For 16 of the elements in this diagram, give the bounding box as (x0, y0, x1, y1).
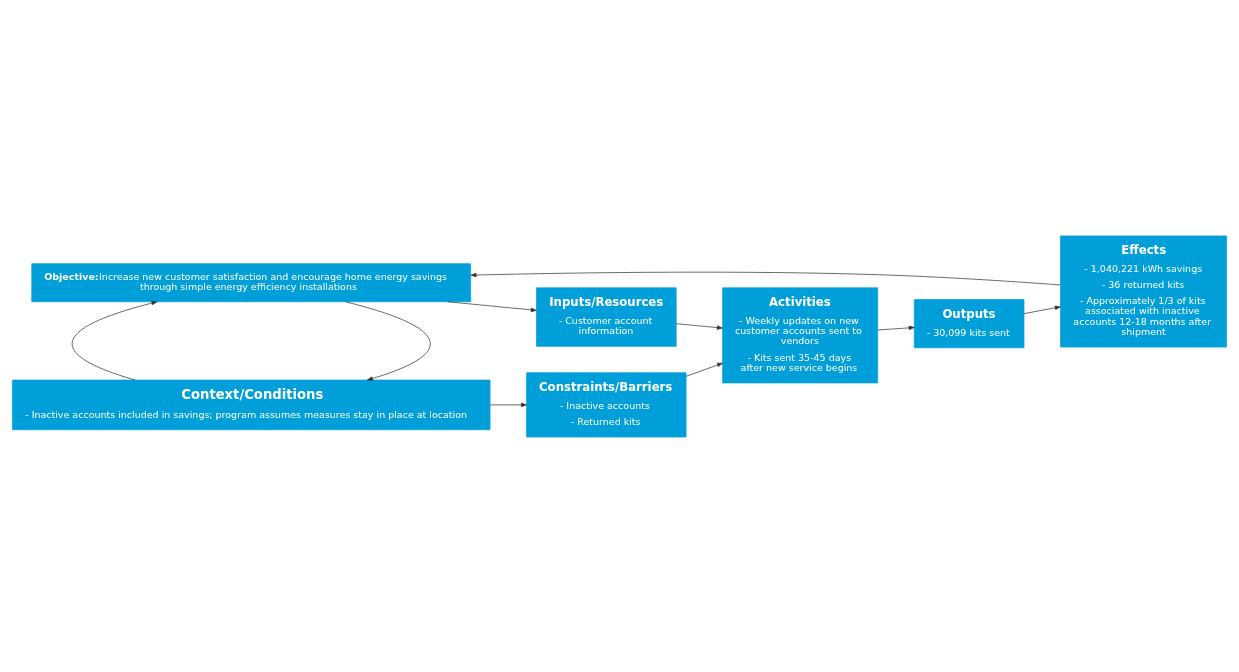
arrow (489, 402, 527, 407)
node-box: Outputs - 30,099 kits sent (913, 298, 1025, 348)
node-box: Constraints/Barriers - Inactive accounts - Returned kits (526, 371, 687, 437)
arrow (72, 300, 158, 380)
arrow (345, 300, 431, 381)
arrow (877, 325, 915, 330)
arrow (675, 322, 723, 330)
arrow (685, 362, 723, 377)
node-box: Inputs/Resources - Customer account information (536, 287, 677, 347)
node-box: Activities - Weekly updates on new customer accounts sent to vendors - Kits sent 35-45 days after new service begins (722, 287, 879, 383)
arrow (1023, 305, 1061, 314)
node-box: Context/Conditions - Inactive accounts included in savings; program assumes measures stay in place at location (12, 379, 491, 430)
arrow (470, 271, 1061, 285)
arrow (447, 300, 537, 312)
node-box: Effects - 1,040,221 kWh savings - 36 returned kits - Approximately 1/3 of kits associated with inactive accounts 12-18 months after shipment (1060, 235, 1227, 347)
node-box: Objective:Increase new customer satisfaction and encourage home energy savings through simple energy efficiency installations (31, 262, 471, 302)
